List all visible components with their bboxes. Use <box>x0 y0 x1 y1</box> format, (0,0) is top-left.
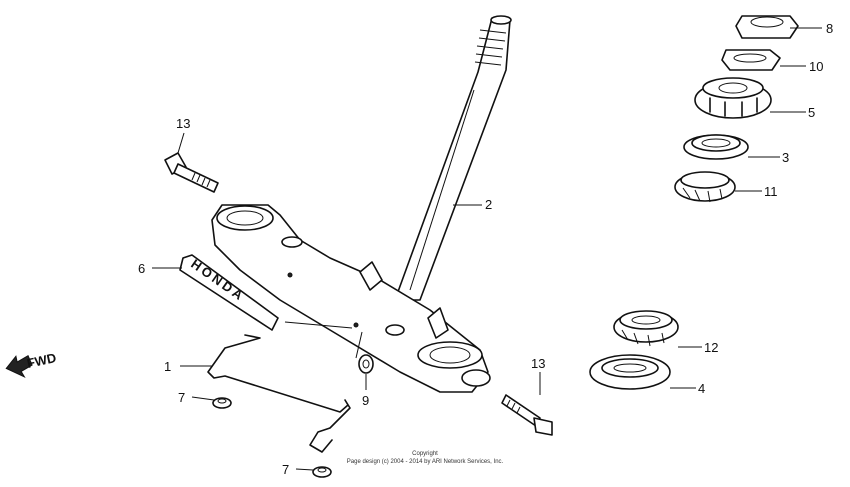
lower-bearing[interactable] <box>613 310 679 347</box>
copyright-line-1: Copyright <box>412 451 438 457</box>
callout-7-upper: 7 <box>178 390 185 405</box>
bolt-upper[interactable] <box>164 152 219 193</box>
upper-race[interactable] <box>683 134 749 160</box>
nut-upper[interactable] <box>212 397 232 409</box>
callout-12: 12 <box>704 340 718 355</box>
lock-nut[interactable] <box>735 15 799 39</box>
steering-bracket[interactable] <box>211 204 491 393</box>
callout-8: 8 <box>826 21 833 36</box>
callout-4: 4 <box>698 381 705 396</box>
steering-stem[interactable] <box>394 15 512 301</box>
dust-seal[interactable] <box>589 354 671 390</box>
fwd-label: FWD <box>26 350 58 371</box>
callout-2: 2 <box>485 197 492 212</box>
leader-lines <box>152 27 822 471</box>
copyright-line-2: Page design (c) 2004 - 2014 by ARI Netwo… <box>346 459 504 465</box>
callout-13-lower: 13 <box>531 356 545 371</box>
bolt-lower[interactable] <box>501 394 553 436</box>
nut-lower[interactable] <box>312 466 332 478</box>
fwd-arrow: FWD <box>5 350 58 379</box>
callouts: 2 8 10 5 3 11 12 4 6 1 7 7 9 13 13 <box>138 21 833 477</box>
callout-7-lower: 7 <box>282 462 289 477</box>
adjusting-nut[interactable] <box>694 77 772 119</box>
callout-10: 10 <box>809 59 823 74</box>
callout-13-upper: 13 <box>176 116 190 131</box>
callout-1: 1 <box>164 359 171 374</box>
callout-3: 3 <box>782 150 789 165</box>
callout-11: 11 <box>764 184 778 199</box>
lock-washer[interactable] <box>721 49 781 71</box>
callout-9: 9 <box>362 393 369 408</box>
upper-bearing[interactable] <box>674 171 736 203</box>
callout-5: 5 <box>808 105 815 120</box>
callout-6: 6 <box>138 261 145 276</box>
wire-clip[interactable] <box>207 334 351 453</box>
washer[interactable] <box>358 354 374 374</box>
